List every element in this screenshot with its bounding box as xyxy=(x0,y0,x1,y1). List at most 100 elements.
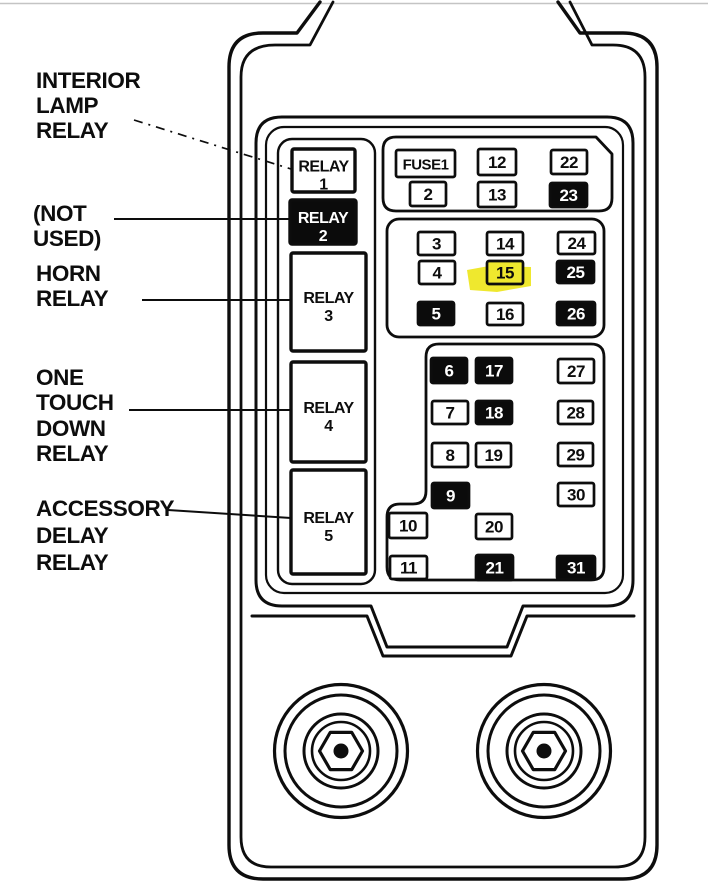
callout-one-touch-down-relay-line3: DOWN xyxy=(36,416,106,441)
callout-accessory-delay-relay-line1: ACCESSORY xyxy=(36,496,174,521)
relay-5-body xyxy=(289,468,368,576)
callout-not-used-line1: (NOT xyxy=(33,201,87,226)
fuse-15-label: 15 xyxy=(496,264,514,283)
fuse-11-label: 11 xyxy=(400,559,417,578)
fuse-23: 23 xyxy=(548,181,589,209)
fuse-14-body xyxy=(485,230,525,257)
fuse-5: 5 xyxy=(416,300,456,327)
relay-4-body xyxy=(289,360,368,464)
fuse-22-body xyxy=(549,148,589,176)
relay-3-label: RELAY xyxy=(303,290,354,307)
fuse-17-body xyxy=(474,356,514,385)
fuse-2-body xyxy=(408,180,448,208)
fuse-6: 6 xyxy=(429,356,469,385)
fuse-group-1-outline xyxy=(381,135,614,213)
callout-interior-lamp-relay-line3: RELAY xyxy=(36,118,109,143)
fuse-2: 2 xyxy=(408,180,448,208)
fuse-20: 20 xyxy=(474,512,514,541)
connector-left-ring-3 xyxy=(302,712,380,790)
fuse-10-label: 10 xyxy=(399,517,417,536)
fuse-8: 8 xyxy=(430,441,470,469)
fuse-26-label: 26 xyxy=(567,305,585,324)
relay-4-label: RELAY xyxy=(303,400,354,417)
fuse-27-label: 27 xyxy=(567,362,585,381)
connector-left-center-stud xyxy=(333,743,349,759)
fuse-4: 4 xyxy=(417,259,457,286)
fuse-10-body xyxy=(387,511,429,540)
fuse-17-label: 17 xyxy=(485,362,503,381)
relay-3-body xyxy=(289,251,368,353)
fuse-13-body xyxy=(476,180,518,209)
fuse-4-label: 4 xyxy=(433,264,443,283)
fuse-9-label: 9 xyxy=(446,487,455,506)
fuse-28-body xyxy=(556,399,595,426)
relay-1-number: 1 xyxy=(319,177,328,194)
relay-1-body xyxy=(290,147,357,194)
fuse-19-body xyxy=(474,441,513,469)
callout-accessory-delay-relay-line3: RELAY xyxy=(36,550,109,575)
fuse-28: 28 xyxy=(556,399,595,426)
connector-right-ring-4 xyxy=(513,720,575,782)
fuse-19-label: 19 xyxy=(485,446,503,465)
relay-2-label: RELAY xyxy=(298,210,349,227)
fuse-31-body xyxy=(555,554,597,581)
fuse-29: 29 xyxy=(556,441,595,468)
fuse-31: 31 xyxy=(555,554,597,581)
connector-right-ring-2 xyxy=(486,693,602,809)
fuse-9: 9 xyxy=(430,481,471,510)
fuse-18-label: 18 xyxy=(485,404,503,423)
relay-3-number: 3 xyxy=(324,308,333,325)
fuse-15-body xyxy=(485,259,525,286)
callout-accessory-delay-relay-line2: DELAY xyxy=(36,523,109,548)
callout-interior-lamp-relay-line2: LAMP xyxy=(36,93,99,118)
fuse-30: 30 xyxy=(556,481,596,508)
callout-interior-lamp-relay-line1: INTERIOR xyxy=(36,68,140,93)
fuse-5-label: 5 xyxy=(432,305,441,324)
callout-one-touch-down-relay-line1: ONE xyxy=(36,365,84,390)
fuse-16-body xyxy=(485,301,525,327)
fuse-8-body xyxy=(430,441,470,469)
fuse-25-label: 25 xyxy=(567,263,585,282)
connector-right-hex-nut xyxy=(520,730,568,772)
fuse-21-body xyxy=(474,553,515,582)
connector-layer xyxy=(272,682,613,820)
fuse-5-body xyxy=(416,300,456,327)
fuse-14: 14 xyxy=(485,230,525,257)
fuse-3-label: 3 xyxy=(432,235,441,254)
fuse-23-body xyxy=(548,181,589,209)
fuse-24-body xyxy=(556,230,597,256)
fuse-6-label: 6 xyxy=(445,362,454,381)
relay-5-label: RELAY xyxy=(303,510,354,527)
fuse-16: 16 xyxy=(485,301,525,327)
connector-right-ring-3 xyxy=(505,712,583,790)
relay-5-number: 5 xyxy=(324,528,333,545)
relay-2-number: 2 xyxy=(319,228,328,245)
fuse-4-body xyxy=(417,259,457,286)
connector-left-ring-1 xyxy=(272,682,410,820)
fuse-25-body xyxy=(555,259,596,285)
housing-outer-outline xyxy=(227,0,659,881)
fuse-12: 12 xyxy=(476,147,518,177)
fuse-24-label: 24 xyxy=(568,234,587,253)
fuse-15: 15 xyxy=(485,259,525,286)
fuse-7-label: 7 xyxy=(446,404,455,423)
fuse-3: 3 xyxy=(416,230,457,257)
fuse-22-label: 22 xyxy=(560,153,578,172)
fuse-16-label: 16 xyxy=(496,305,514,324)
fuse-FUSE1: FUSE1 xyxy=(394,148,457,179)
leader-accessory-delay-relay xyxy=(167,509,292,519)
fuse-group-2-outline xyxy=(385,217,606,339)
callout-horn-relay-line1: HORN xyxy=(36,261,101,286)
callout-one-touch-down-relay-line4: RELAY xyxy=(36,441,109,466)
fuse-9-body xyxy=(430,481,471,510)
fuse-14-label: 14 xyxy=(496,235,515,254)
fuse-2-label: 2 xyxy=(424,185,433,204)
housing-inner-outline xyxy=(239,0,647,869)
fuse-23-label: 23 xyxy=(560,186,578,205)
fuse-3-body xyxy=(416,230,457,257)
